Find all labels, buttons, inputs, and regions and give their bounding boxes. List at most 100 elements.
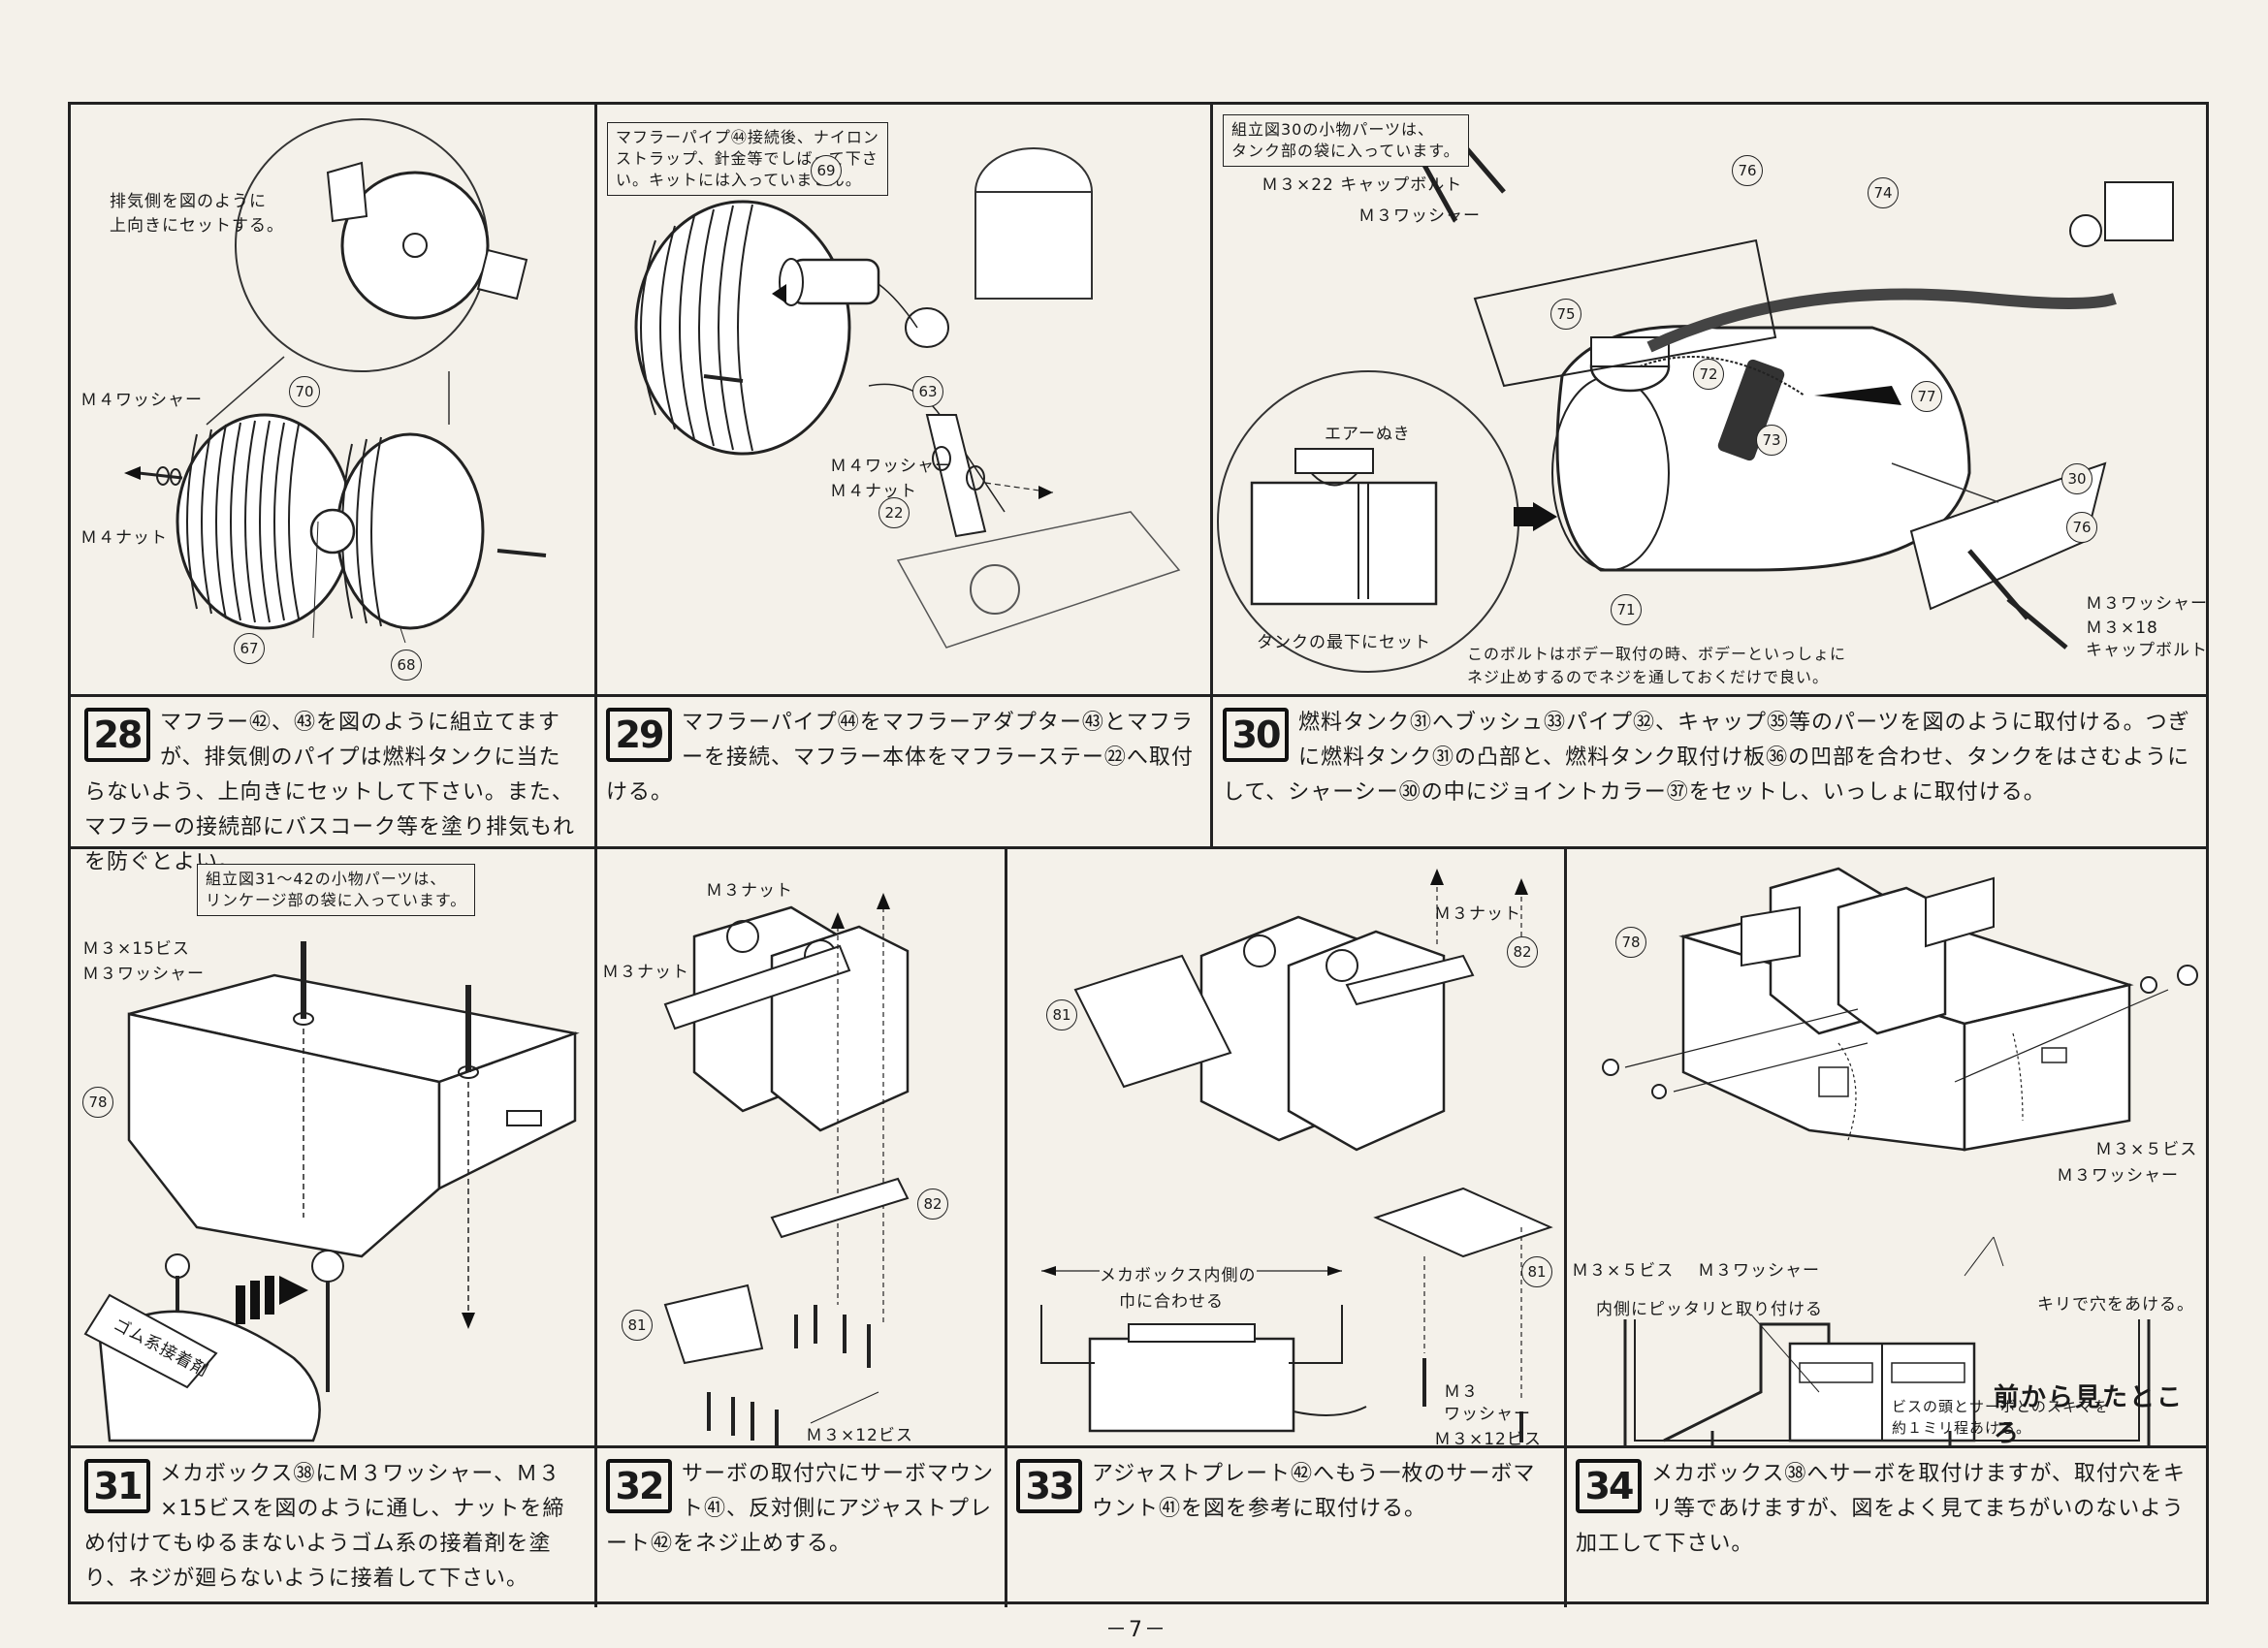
step-number-badge: 32: [606, 1459, 672, 1513]
part-number: 67: [234, 633, 265, 664]
note-line: 組立図31～42の小物パーツは、: [206, 870, 447, 888]
step-30-caption: 30 燃料タンク㉛へブッシュ㉝パイプ㉜、キャップ㉟等のパーツを図のように取付ける…: [1223, 706, 2197, 810]
part-number: 22: [878, 497, 910, 528]
part-number: 73: [1756, 425, 1787, 456]
m3x12-screw-label: Ｍ３×12ビス: [806, 1426, 913, 1445]
m3x5-screw-label: Ｍ３×５ビス: [2095, 1140, 2198, 1159]
part-number: 82: [917, 1188, 948, 1220]
panel-34-illustration: Ｍ３×５ビス Ｍ３ワッシャー Ｍ３×５ビス Ｍ３ワッシャー 内側にピッタリと取り…: [1567, 849, 2209, 1445]
part-number: 81: [1521, 1256, 1552, 1287]
step-number-badge: 34: [1576, 1459, 1642, 1513]
m3-nut-label: Ｍ３ナット: [602, 963, 689, 982]
step-34-caption: 34 メカボックス㊳へサーボを取付けますが、取付穴をキリ等であけますが、図をよく…: [1576, 1457, 2196, 1562]
mech-box-drawing: [83, 941, 580, 1442]
divider-top-caption: [71, 694, 2206, 697]
m3x5-screw-label: Ｍ３×５ビス: [1572, 1261, 1675, 1281]
step-text: マフラー㊷、㊸を図のように組立てますが、排気側のパイプは燃料タンクに当たらないよ…: [84, 711, 576, 874]
gap-note-line1: ビスの頭とサーボとのスキマを: [1892, 1398, 2109, 1415]
part-number: 81: [1046, 999, 1077, 1030]
part-number: 68: [391, 650, 422, 681]
page-number: －7－: [1105, 1618, 1167, 1642]
panel-33-illustration: Ｍ３ナット メカボックス内側の 巾に合わせる Ｍ３ ワッシャー Ｍ３×12ビス …: [1007, 849, 1564, 1445]
step-text: アジャストプレート㊷へもう一枚のサーボマウント㊶を図を参考に取付ける。: [1092, 1462, 1536, 1521]
note-line: マフラーパイプ㊹接続後、ナイロン: [616, 128, 879, 146]
step-text: サーボの取付穴にサーボマウント㊶、反対側にアジャストプレート㊷をネジ止めする。: [606, 1462, 995, 1556]
front-view-label: 前から見たところ: [1994, 1383, 2185, 1445]
step-number-badge: 31: [84, 1459, 150, 1513]
part-number: 76: [1732, 155, 1763, 186]
step-33-caption: 33 アジャストプレート㊷へもう一枚のサーボマウント㊶を図を参考に取付ける。: [1016, 1457, 1554, 1527]
m3-nut-label: Ｍ３ナット: [1434, 904, 1521, 924]
muffler-pipe-drawing: [634, 147, 1181, 649]
step-number-badge: 30: [1223, 708, 1289, 762]
m4-washer-label: Ｍ４ワッシャー: [830, 457, 952, 476]
divider-v-29-30: [1210, 105, 1213, 849]
exhaust-note-line1: 排気側を図のように: [110, 192, 267, 211]
adjust-plate-drawing: [1040, 869, 1553, 1442]
linkage-parts-note: 組立図31～42の小物パーツは、 リンケージ部の袋に入っています。: [197, 864, 476, 916]
m3-washer-label: Ｍ３ワッシャー: [82, 965, 205, 984]
match-width-line2: 巾に合わせる: [1119, 1292, 1224, 1312]
step-text: メカボックス㊳へサーボを取付けますが、取付穴をキリ等であけますが、図をよく見てま…: [1576, 1462, 2186, 1556]
m3-washer-label: Ｍ３ワッシャー: [2057, 1166, 2179, 1186]
part-number: 30: [2061, 463, 2092, 494]
part-number: 75: [1550, 299, 1581, 330]
m3-washer-label-1: Ｍ３: [1444, 1382, 1479, 1402]
tank-parts-note: 組立図30の小物パーツは、 タンク部の袋に入っています。: [1223, 114, 1469, 167]
step-number-badge: 33: [1016, 1459, 1082, 1513]
cap-bolt-label: キャップボルト: [2086, 641, 2208, 660]
step-text: 燃料タンク㉛へブッシュ㉝パイプ㉜、キャップ㉟等のパーツを図のように取付ける。つぎ…: [1223, 711, 2190, 805]
part-number: 78: [82, 1087, 113, 1118]
part-number: 71: [1611, 594, 1642, 625]
m3x12-screw-label: Ｍ３×12ビス: [1434, 1430, 1542, 1445]
note-line: い。キットには入っていません。: [616, 171, 862, 189]
drill-hole-label: キリで穴をあける。: [2037, 1295, 2194, 1315]
m3x15-screw-label: Ｍ３×15ビス: [82, 939, 190, 959]
part-number: 76: [2066, 512, 2097, 543]
part-number: 81: [622, 1310, 653, 1341]
part-number: 72: [1693, 359, 1724, 390]
gap-note-line2: 約１ミリ程あける。: [1892, 1419, 2032, 1437]
step-number-badge: 29: [606, 708, 672, 762]
m3-nut-label: Ｍ３ナット: [706, 881, 793, 901]
part-number: 70: [289, 376, 320, 407]
part-number: 63: [912, 376, 943, 407]
panel-32-illustration: Ｍ３ナット Ｍ３ナット Ｍ３×12ビス 82 81: [597, 849, 1005, 1445]
muffler-pipe-note: マフラーパイプ㊹接続後、ナイロン ストラップ、針金等でしばって下さ い。キットに…: [607, 122, 888, 196]
m3-washer-label: Ｍ３ワッシャー: [2086, 594, 2208, 614]
inner-fit-label: 内側にピッタリと取り付ける: [1596, 1300, 1823, 1319]
panel-31-illustration: 組立図31～42の小物パーツは、 リンケージ部の袋に入っています。 Ｍ３×15ビ…: [71, 849, 594, 1445]
tank-bottom-label: タンクの最下にセット: [1257, 633, 1431, 652]
step-text: マフラーパイプ㊹をマフラーアダプター㊸とマフラーを接続、マフラー本体をマフラース…: [606, 711, 1194, 805]
servo-mount-drawing: [663, 893, 910, 1445]
part-number: 74: [1868, 177, 1899, 208]
step-28-caption: 28 マフラー㊷、㊸を図のように組立てますが、排気側のパイプは燃料タンクに当たら…: [84, 706, 579, 880]
step-number-badge: 28: [84, 708, 150, 762]
servo-install-drawing: [1602, 867, 2198, 1445]
step-32-caption: 32 サーボの取付穴にサーボマウント㊶、反対側にアジャストプレート㊷をネジ止めす…: [606, 1457, 994, 1562]
panel-29-illustration: マフラーパイプ㊹接続後、ナイロン ストラップ、針金等でしばって下さ い。キットに…: [597, 105, 1210, 694]
divider-v-28-29: [594, 105, 597, 849]
m3-washer-label: Ｍ３ワッシャー: [1698, 1261, 1820, 1281]
exhaust-note-line2: 上向きにセットする。: [110, 216, 284, 236]
m3-washer-label: Ｍ３ワッシャー: [1358, 206, 1481, 226]
m4-nut-label: Ｍ４ナット: [830, 482, 917, 501]
step-29-caption: 29 マフラーパイプ㊹をマフラーアダプター㊸とマフラーを接続、マフラー本体をマフ…: [606, 706, 1198, 810]
divider-v-32-33: [1005, 846, 1007, 1607]
divider-middle: [71, 846, 2206, 849]
m3-washer-label-2: ワッシャー: [1444, 1405, 1531, 1424]
part-number: 78: [1615, 927, 1646, 958]
m3x22-cap-bolt-label: Ｍ３×22 キャップボルト: [1262, 175, 1463, 195]
part-number: 77: [1911, 381, 1942, 412]
m3x18-label: Ｍ３×18: [2086, 618, 2158, 638]
note-line: リンケージ部の袋に入っています。: [206, 891, 467, 909]
page-frame: 排気側を図のように 上向きにセットする。 Ｍ４ワッシャー Ｍ４ナット 70 67…: [68, 102, 2209, 1607]
air-vent-label: エアーぬき: [1325, 425, 1411, 444]
step-31-caption: 31 メカボックス㊳にＭ３ワッシャー、Ｍ３×15ビスを図のように通し、ナットを締…: [84, 1457, 579, 1597]
part-number: 69: [811, 155, 842, 186]
m4-nut-label: Ｍ４ナット: [80, 528, 168, 548]
panel-28-illustration: 排気側を図のように 上向きにセットする。 Ｍ４ワッシャー Ｍ４ナット 70 67…: [71, 105, 594, 694]
m4-washer-label: Ｍ４ワッシャー: [80, 391, 203, 410]
panel-30-illustration: 組立図30の小物パーツは、 タンク部の袋に入っています。 Ｍ３×22 キャップボ…: [1213, 105, 2209, 694]
divider-v-31-32: [594, 846, 597, 1607]
